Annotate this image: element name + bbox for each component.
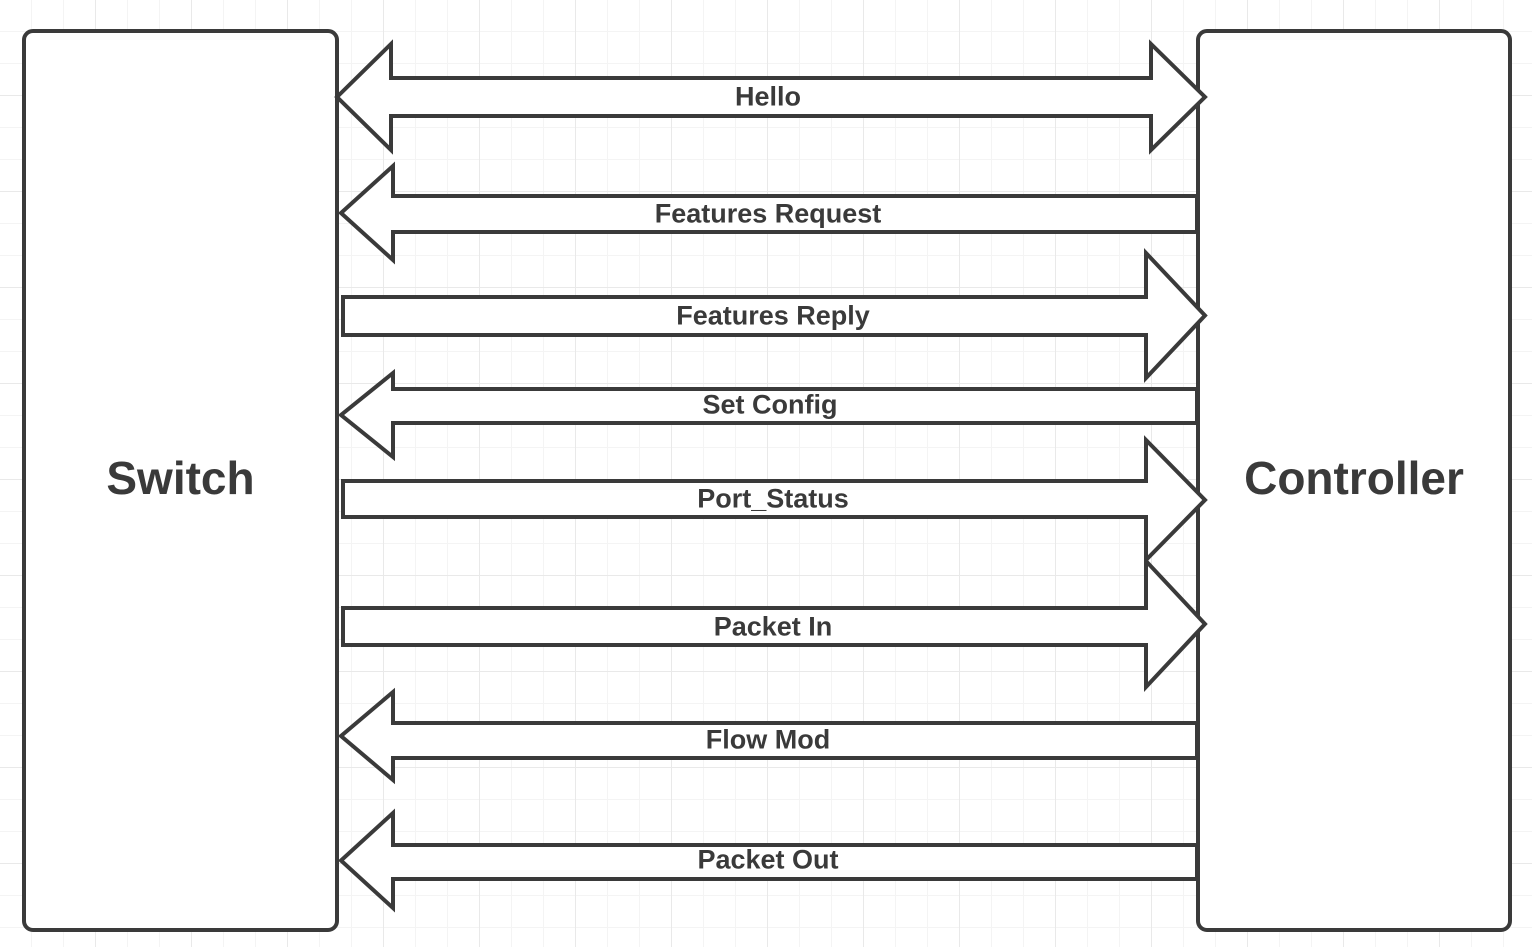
node-label-switch: Switch xyxy=(106,452,255,504)
message-label-features-request: Features Request xyxy=(654,198,882,229)
message-arrow-set-config[interactable] xyxy=(337,368,1199,462)
message-arrow-packet-out[interactable] xyxy=(338,808,1199,913)
message-arrow-flow-mod[interactable] xyxy=(337,687,1199,785)
message-label-set-config: Set Config xyxy=(702,389,838,420)
message-arrow-packet-in[interactable] xyxy=(341,555,1208,693)
message-arrow-port-status[interactable] xyxy=(341,435,1208,565)
message-arrow-features-request[interactable] xyxy=(338,161,1199,265)
arrows-layer xyxy=(334,39,1208,913)
nodes-layer xyxy=(22,29,1512,932)
message-arrow-features-reply[interactable] xyxy=(341,247,1208,384)
node-box-controller[interactable] xyxy=(1196,29,1512,932)
node-label-controller: Controller xyxy=(1244,452,1464,504)
message-label-packet-in: Packet In xyxy=(713,611,833,642)
message-label-packet-out: Packet Out xyxy=(697,844,839,875)
message-label-port-status: Port_Status xyxy=(697,483,849,514)
node-box-switch[interactable] xyxy=(22,29,339,932)
message-label-flow-mod: Flow Mod xyxy=(705,724,831,755)
message-label-hello: Hello xyxy=(734,81,802,112)
message-label-features-reply: Features Reply xyxy=(676,300,870,331)
message-arrow-hello[interactable] xyxy=(334,39,1208,155)
